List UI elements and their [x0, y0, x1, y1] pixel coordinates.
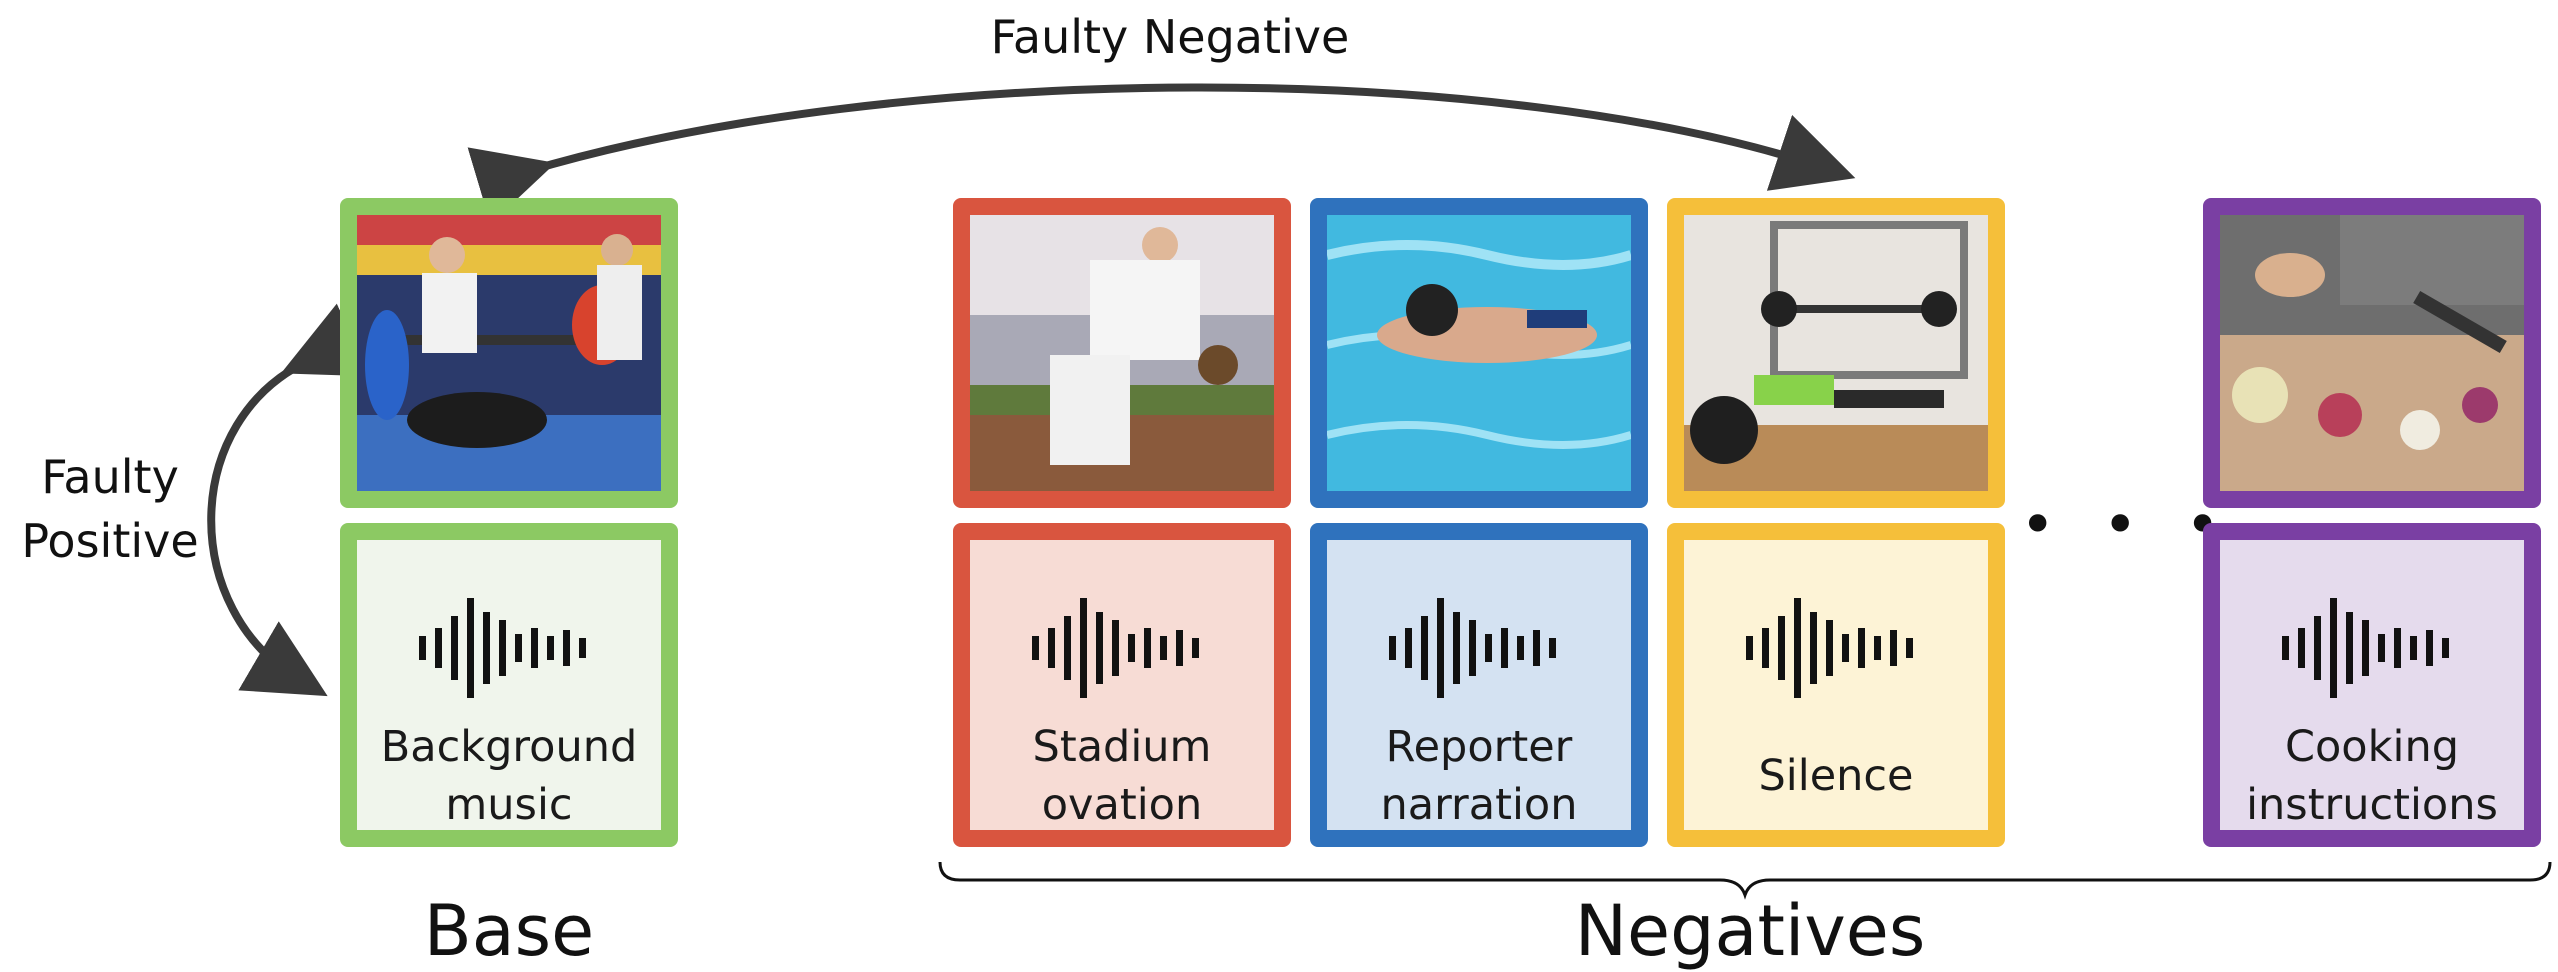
base-audio-line1: Background: [380, 722, 638, 772]
neg3-audio-card: Silence: [1667, 523, 2005, 847]
neg4-audio-line1: Cooking: [2284, 722, 2460, 772]
sound-wave-icon: [2282, 598, 2449, 698]
base-audio-label: Background music: [357, 718, 661, 830]
negatives-brace: [938, 861, 2552, 900]
neg2-audio-line1: Reporter: [1385, 722, 1573, 772]
sound-wave-icon: [1389, 598, 1556, 698]
neg2-image-card: [1310, 198, 1648, 508]
sound-wave-icon: [1032, 598, 1199, 698]
negatives-group-label: Negatives: [1574, 890, 1926, 972]
home-gym-photo: [1684, 215, 1988, 491]
neg1-image-card: [953, 198, 1291, 508]
neg4-image-card: [2203, 198, 2541, 508]
cooking-photo: [2220, 215, 2524, 491]
faulty-positive-arrow: [207, 303, 371, 697]
base-group-label: Base: [423, 890, 595, 972]
bench-press-photo: [357, 215, 661, 491]
base-image-card: [340, 198, 678, 508]
swimmer-photo: [1327, 215, 1631, 491]
base-audio-card: Background music: [340, 523, 678, 847]
neg4-audio-label: Cooking instructions: [2220, 718, 2524, 830]
neg2-audio-line2: narration: [1380, 780, 1578, 830]
neg1-audio-line2: ovation: [1041, 780, 1203, 830]
neg4-audio-line2: instructions: [2246, 780, 2498, 830]
sound-wave-icon: [1746, 598, 1913, 698]
faulty-negative-label: Faulty Negative: [990, 10, 1350, 64]
sound-wave-icon: [419, 598, 586, 698]
neg4-audio-card: Cooking instructions: [2203, 523, 2541, 847]
neg1-audio-line1: Stadium: [1032, 722, 1212, 772]
faulty-positive-line2: Positive: [21, 514, 199, 568]
ellipsis-dots: • • •: [2020, 490, 2235, 560]
neg3-image-card: [1667, 198, 2005, 508]
faulty-negative-arrow: [467, 83, 1856, 225]
neg2-audio-card: Reporter narration: [1310, 523, 1648, 847]
neg3-audio-label: Silence: [1758, 751, 1914, 801]
base-audio-line2: music: [445, 780, 573, 830]
faulty-positive-line1: Faulty: [41, 450, 179, 504]
neg1-audio-card: Stadium ovation: [953, 523, 1291, 847]
neg1-audio-label: Stadium ovation: [970, 718, 1274, 830]
neg2-audio-label: Reporter narration: [1327, 718, 1631, 830]
faulty-positive-label: Faulty Positive: [10, 445, 210, 573]
baseball-photo: [970, 215, 1274, 491]
